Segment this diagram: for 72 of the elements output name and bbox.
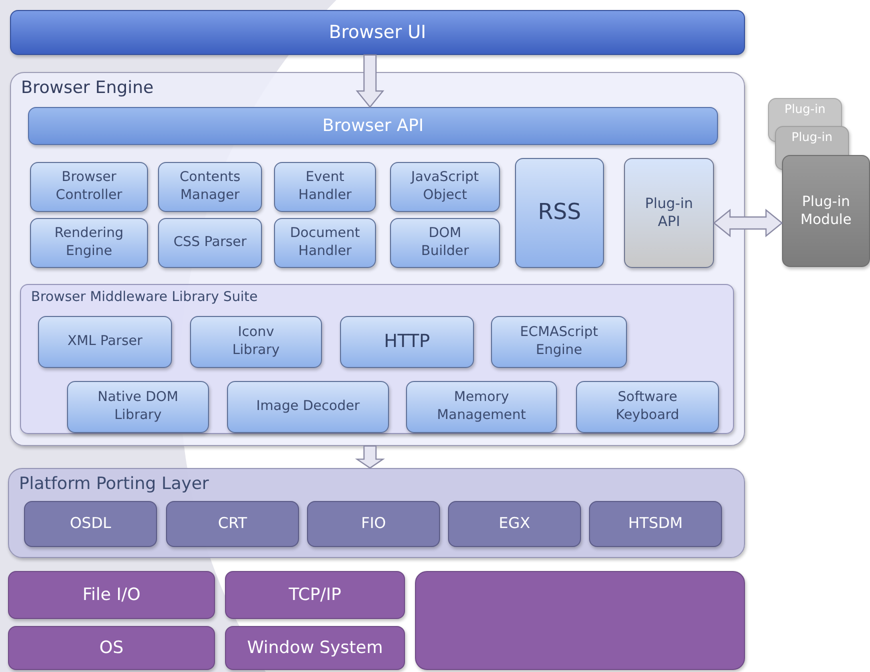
block-arrow bbox=[713, 208, 783, 238]
component-label: Plug-in bbox=[791, 130, 833, 146]
component-box bbox=[158, 218, 262, 268]
block-arrow bbox=[355, 445, 385, 469]
component-box bbox=[30, 162, 148, 212]
component-label: Contents Manager bbox=[178, 169, 242, 205]
component-label: Plug-in API bbox=[644, 194, 694, 232]
component-box bbox=[576, 381, 719, 433]
component-box bbox=[390, 218, 500, 268]
component-box bbox=[227, 381, 389, 433]
port-box bbox=[589, 501, 722, 547]
component-label: ECMAScript Engine bbox=[519, 324, 599, 360]
component-label: OSDL bbox=[70, 514, 112, 534]
port-box bbox=[448, 501, 581, 547]
component-label: Browser API bbox=[322, 114, 424, 138]
system-box bbox=[225, 626, 405, 670]
component-label: CSS Parser bbox=[173, 234, 247, 252]
component-label: Software Keyboard bbox=[614, 389, 680, 425]
system-box bbox=[8, 571, 215, 619]
block-arrow bbox=[356, 54, 384, 108]
component-label: OS bbox=[99, 636, 124, 660]
port-box bbox=[166, 501, 299, 547]
component-box bbox=[30, 218, 148, 268]
component-label: XML Parser bbox=[68, 333, 142, 351]
system-box bbox=[8, 626, 215, 670]
plugin-module-box bbox=[782, 155, 870, 267]
component-label: HTTP bbox=[384, 330, 430, 354]
component-label: File I/O bbox=[82, 584, 140, 606]
component-label: Iconv Library bbox=[231, 324, 281, 360]
component-label: Rendering Engine bbox=[54, 225, 124, 261]
component-label: Plug-in bbox=[784, 102, 826, 118]
box-shape bbox=[415, 571, 745, 670]
component-box bbox=[515, 158, 604, 268]
component-label: EGX bbox=[498, 514, 530, 534]
component-label: Window System bbox=[247, 636, 383, 660]
component-label: TCP/IP bbox=[288, 584, 342, 606]
system-box bbox=[225, 571, 405, 619]
component-label: HTSDM bbox=[628, 514, 683, 534]
port-box bbox=[307, 501, 440, 547]
component-label: Browser UI bbox=[328, 20, 426, 44]
component-box bbox=[340, 316, 474, 368]
api-bar bbox=[28, 107, 718, 145]
component-label: DOM Builder bbox=[420, 225, 470, 261]
component-box bbox=[190, 316, 322, 368]
component-box bbox=[158, 162, 262, 212]
component-box bbox=[274, 162, 376, 212]
port-box bbox=[24, 501, 157, 547]
panel-title: Browser Middleware Library Suite bbox=[31, 289, 258, 307]
component-label: CRT bbox=[218, 514, 247, 534]
component-box bbox=[274, 218, 376, 268]
component-label: Memory Management bbox=[436, 389, 527, 425]
component-box bbox=[491, 316, 627, 368]
component-label: JavaScript Object bbox=[410, 169, 480, 205]
component-label: Browser Controller bbox=[54, 169, 124, 205]
component-box bbox=[67, 381, 209, 433]
library-panel bbox=[20, 284, 734, 434]
component-box bbox=[390, 162, 500, 212]
component-label: RSS bbox=[538, 198, 582, 227]
component-label: FIO bbox=[361, 514, 386, 534]
component-box bbox=[406, 381, 557, 433]
panel-title: Browser Engine bbox=[21, 77, 154, 100]
component-label: Event Handler bbox=[297, 169, 353, 205]
component-label: Image Decoder bbox=[256, 398, 360, 416]
component-box bbox=[38, 316, 172, 368]
component-label: Plug-in Module bbox=[800, 192, 852, 230]
component-label: Native DOM Library bbox=[96, 389, 180, 425]
component-label: Document Handler bbox=[289, 225, 361, 261]
panel-title: Platform Porting Layer bbox=[19, 473, 209, 496]
engine-panel bbox=[10, 72, 745, 446]
layer-panel bbox=[8, 468, 745, 558]
component-box bbox=[624, 158, 714, 268]
layer-bar bbox=[10, 10, 745, 55]
